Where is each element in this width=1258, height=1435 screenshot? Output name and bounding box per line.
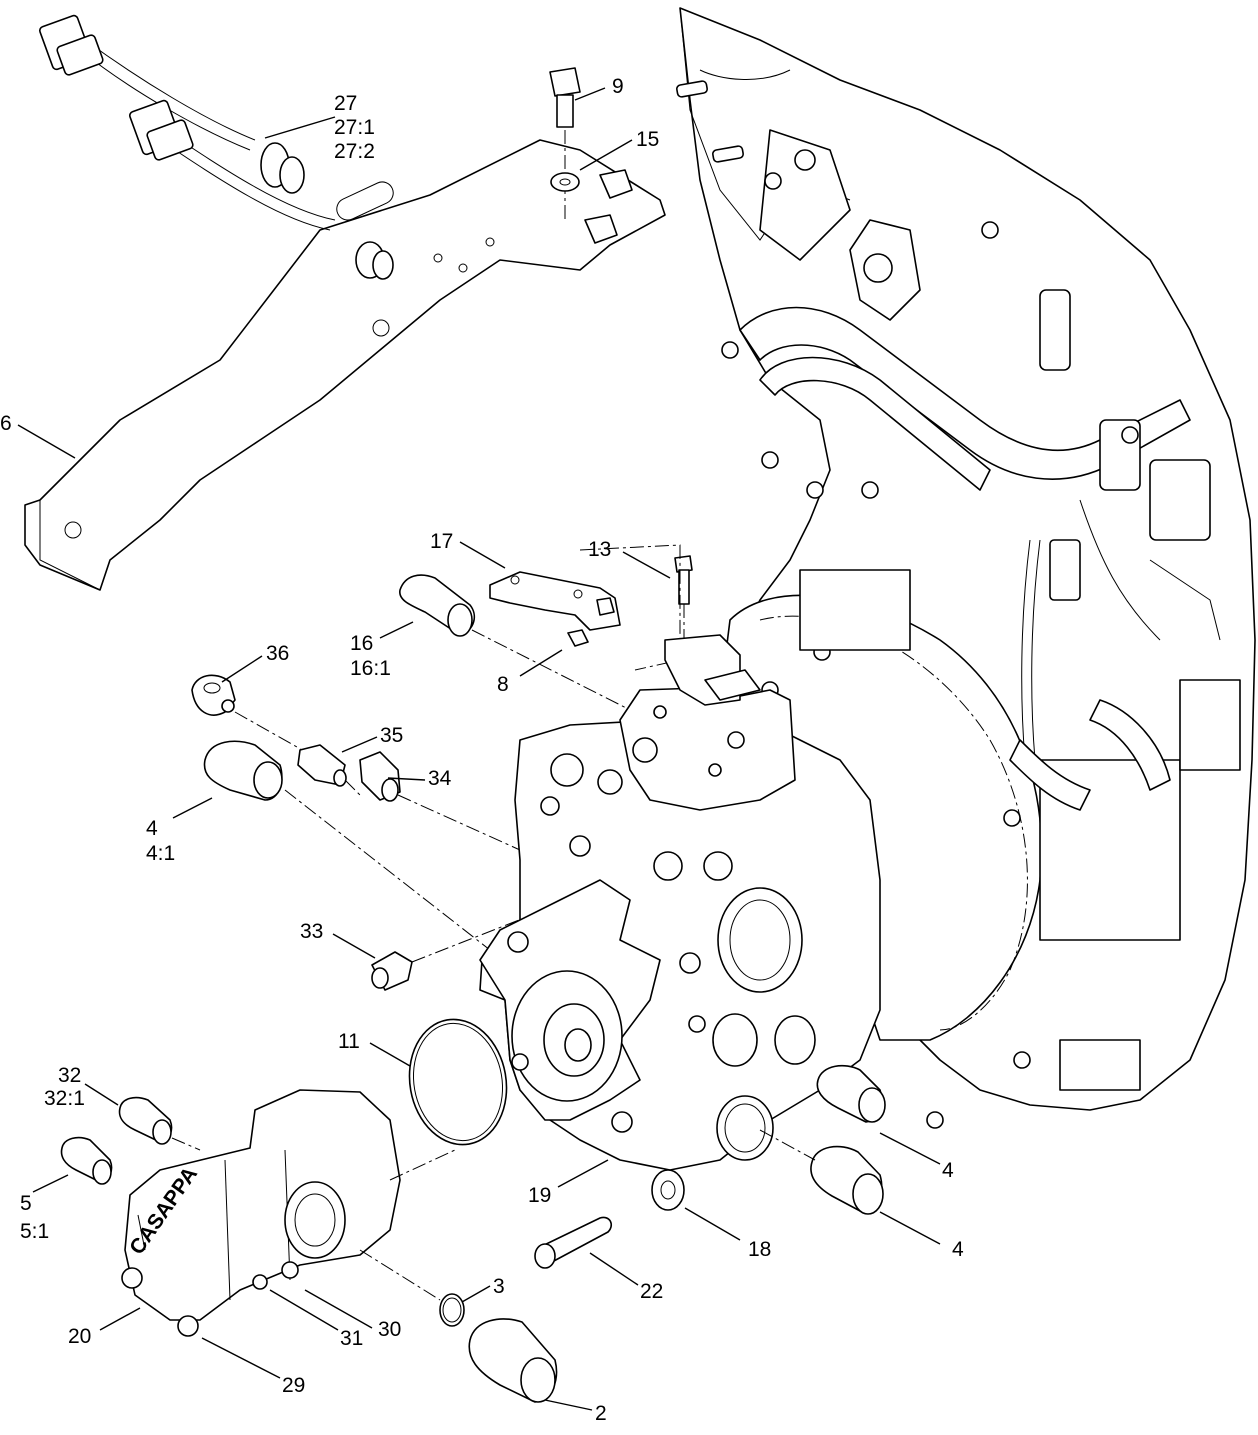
- callout-22: 22: [640, 1280, 663, 1303]
- fitting-16: [399, 574, 651, 721]
- mounting-bracket-6: [24, 139, 666, 591]
- callout-13: 13: [588, 538, 611, 561]
- callout-30: 30: [378, 1318, 401, 1341]
- callout-19: 19: [528, 1184, 551, 1207]
- leader-lines: [17, 87, 941, 1411]
- callout-17: 17: [430, 530, 453, 553]
- fitting-33: [371, 899, 571, 991]
- o-ring-11: [408, 1018, 508, 1146]
- washer-15: [550, 169, 633, 244]
- callout-11: 11: [338, 1030, 360, 1053]
- fitting-4-upper-right: [816, 1064, 886, 1123]
- spacer-18: [651, 1169, 685, 1211]
- nut-8: [567, 629, 589, 647]
- fitting-4-left: [203, 740, 491, 951]
- callout-4-lower-right: 4: [952, 1238, 964, 1261]
- callout-8: 8: [497, 673, 509, 696]
- callout-4-left: 4 4:1: [146, 817, 175, 865]
- callout-3: 3: [493, 1275, 505, 1298]
- fitting-5: [60, 1136, 113, 1185]
- callout-6: 6: [0, 412, 12, 435]
- callout-5: 5 5:1: [20, 1192, 49, 1243]
- callout-31: 31: [340, 1327, 363, 1350]
- fitting-4-lower-right: [759, 1129, 884, 1215]
- connector-34: [359, 751, 521, 851]
- callout-20: 20: [68, 1325, 91, 1348]
- fitting-32: [118, 1096, 201, 1151]
- callout-18: 18: [748, 1238, 771, 1261]
- callout-27: 27 27:1 27:2: [334, 92, 381, 163]
- plate-17: [489, 571, 621, 631]
- callouts: 27 27:1 27:2 9 15 6 17 13 16 16:1 8 36 3…: [0, 75, 964, 1425]
- callout-32: 32 32:1: [44, 1064, 87, 1110]
- callout-4-upper-right: 4: [942, 1159, 954, 1182]
- callout-9: 9: [612, 75, 624, 98]
- connector-35: [297, 744, 361, 796]
- bolt-9: [549, 67, 581, 220]
- callout-15: 15: [636, 128, 659, 151]
- hydrostatic-pump-19: [479, 634, 881, 1171]
- screw-22: [534, 1216, 612, 1269]
- o-ring-3: [439, 1293, 465, 1327]
- callout-35: 35: [380, 724, 403, 747]
- speed-sensor-27: [39, 14, 394, 280]
- callout-34: 34: [428, 767, 452, 790]
- callout-2: 2: [595, 1402, 607, 1425]
- gear-pump-20: CASAPPA: [121, 1089, 456, 1337]
- callout-33: 33: [300, 920, 323, 943]
- fitting-2: [468, 1318, 558, 1403]
- callout-29: 29: [282, 1374, 305, 1397]
- callout-36: 36: [266, 642, 289, 665]
- callout-16: 16 16:1: [350, 632, 391, 680]
